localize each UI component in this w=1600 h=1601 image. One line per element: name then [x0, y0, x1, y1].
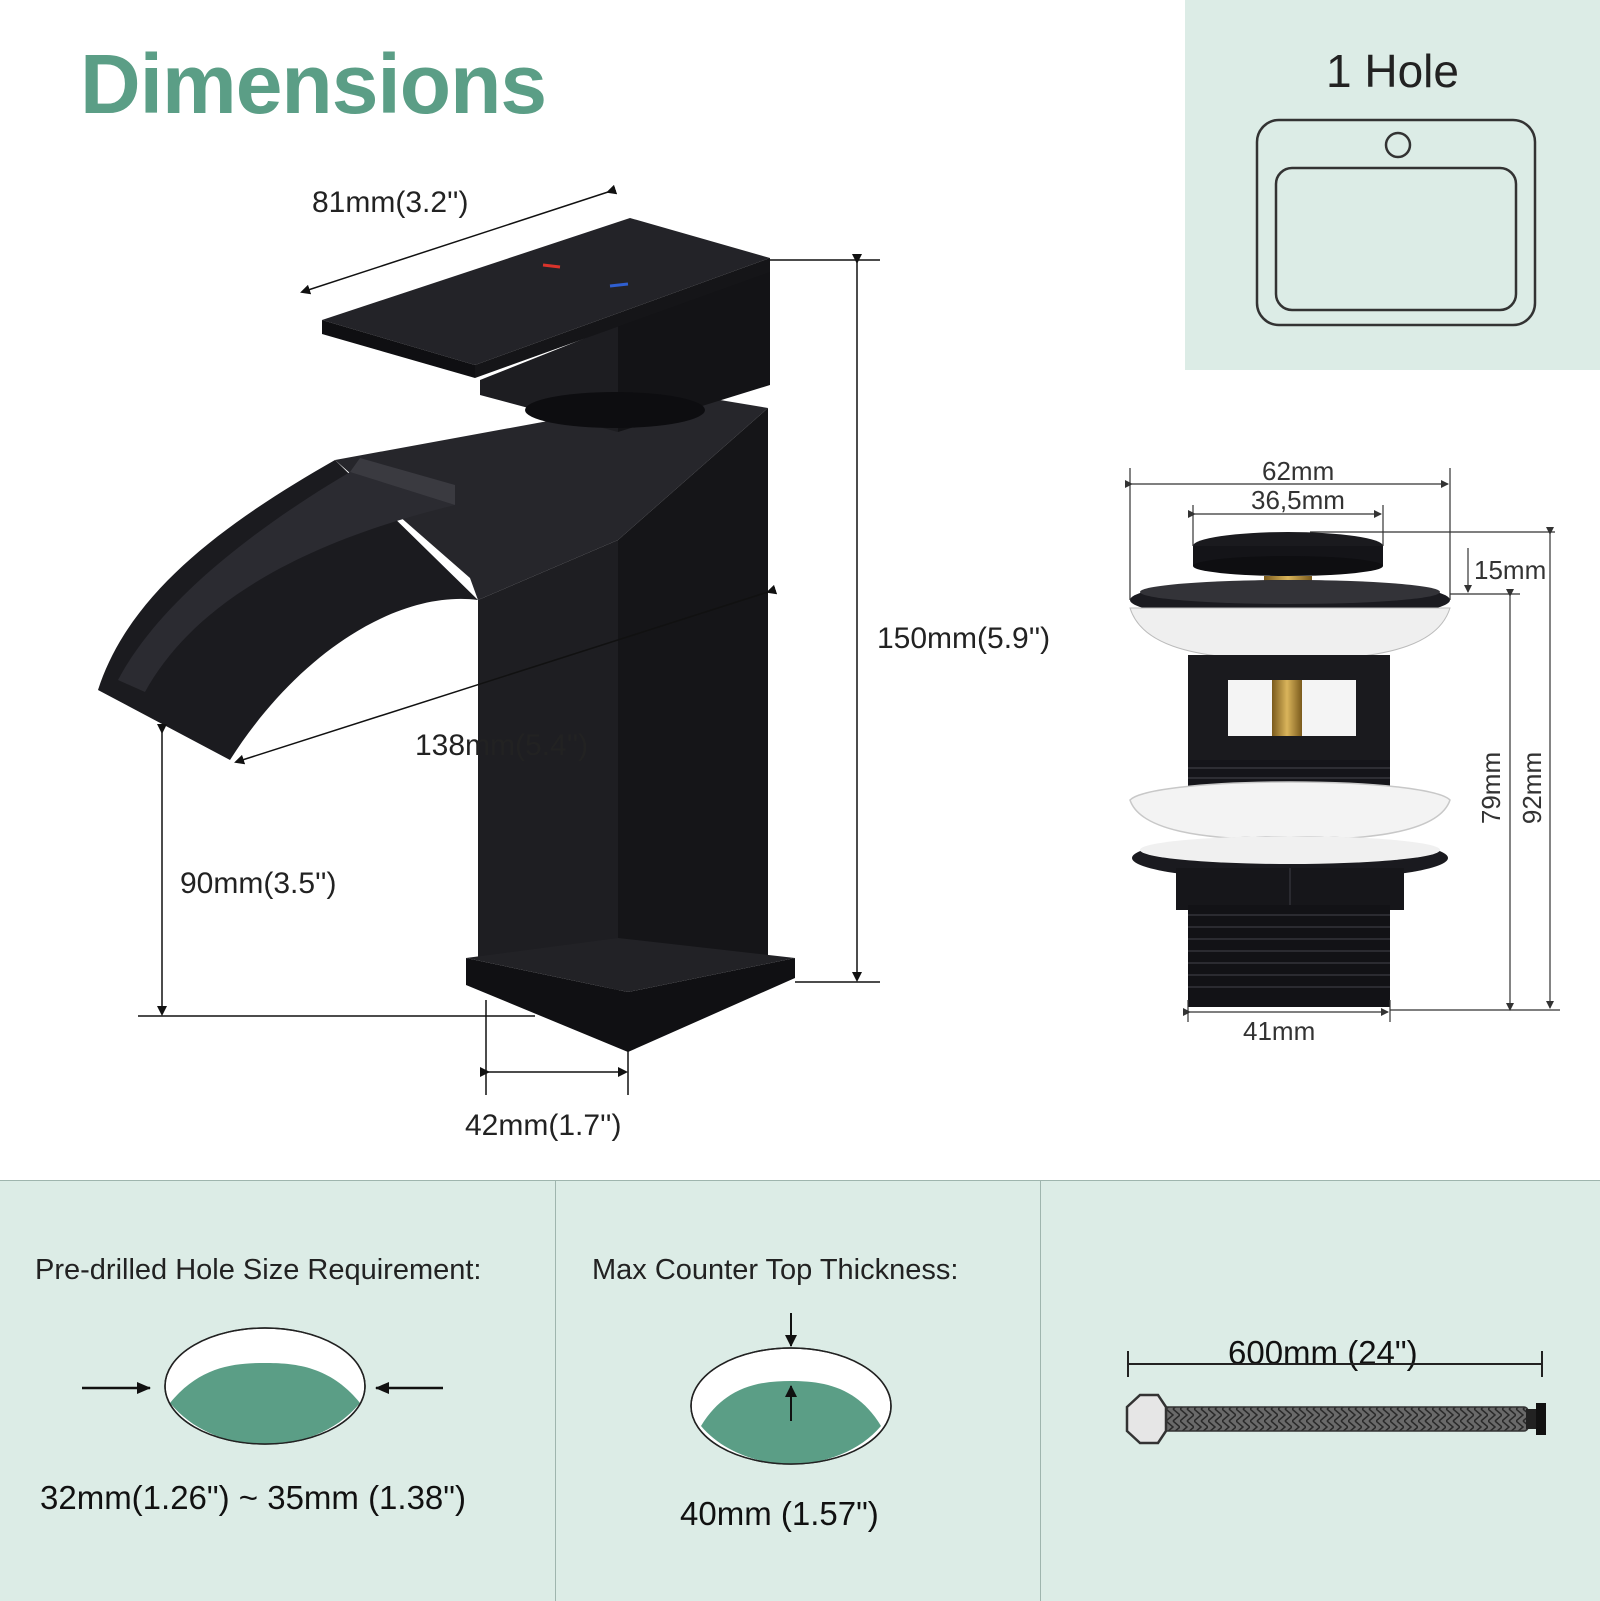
- lower-thread: [1188, 905, 1390, 1007]
- one-hole-sink-icon: [1255, 118, 1537, 327]
- cap-height-label: 15mm: [1474, 555, 1547, 585]
- thickness-diagram: [690, 1313, 892, 1465]
- cap-diameter-label: 36,5mm: [1251, 485, 1345, 515]
- base-width-label: 42mm(1.7''): [465, 1109, 622, 1142]
- dimension-drawing: [98, 184, 1560, 1095]
- total-length-label: 92mm: [1517, 751, 1548, 825]
- spout-height-label: 90mm(3.5''): [180, 867, 337, 900]
- body-length-label: 79mm: [1476, 751, 1507, 825]
- specs-band: Pre-drilled Hole Size Requirement: 32mm(…: [0, 1180, 1600, 1601]
- thread-diameter-label: 41mm: [1243, 1016, 1316, 1046]
- band-divider: [1040, 1181, 1041, 1601]
- pop-up-drain-illustration: [1129, 532, 1451, 1007]
- thickness-value: 40mm (1.57"): [680, 1495, 879, 1532]
- page-title: Dimensions: [80, 37, 547, 131]
- hole-size-diagram: [82, 1327, 443, 1445]
- band-divider: [555, 1181, 556, 1601]
- hole-panel-title: 1 Hole: [1326, 45, 1459, 97]
- height-label: 150mm(5.9''): [877, 622, 1051, 655]
- hole-panel: 1 Hole: [1185, 0, 1600, 370]
- hole-size-value: 32mm(1.26") ~ 35mm (1.38"): [40, 1479, 466, 1516]
- hose-diagram: [1125, 1351, 1546, 1445]
- flange-diameter-label: 62mm: [1262, 456, 1335, 486]
- hole-size-title: Pre-drilled Hole Size Requirement:: [35, 1254, 482, 1286]
- thickness-title: Max Counter Top Thickness:: [592, 1254, 959, 1286]
- spout-length-label: 138mm(5.4''): [415, 729, 589, 762]
- faucet-illustration: [98, 218, 795, 1052]
- handle-length-label: 81mm(3.2''): [312, 186, 469, 219]
